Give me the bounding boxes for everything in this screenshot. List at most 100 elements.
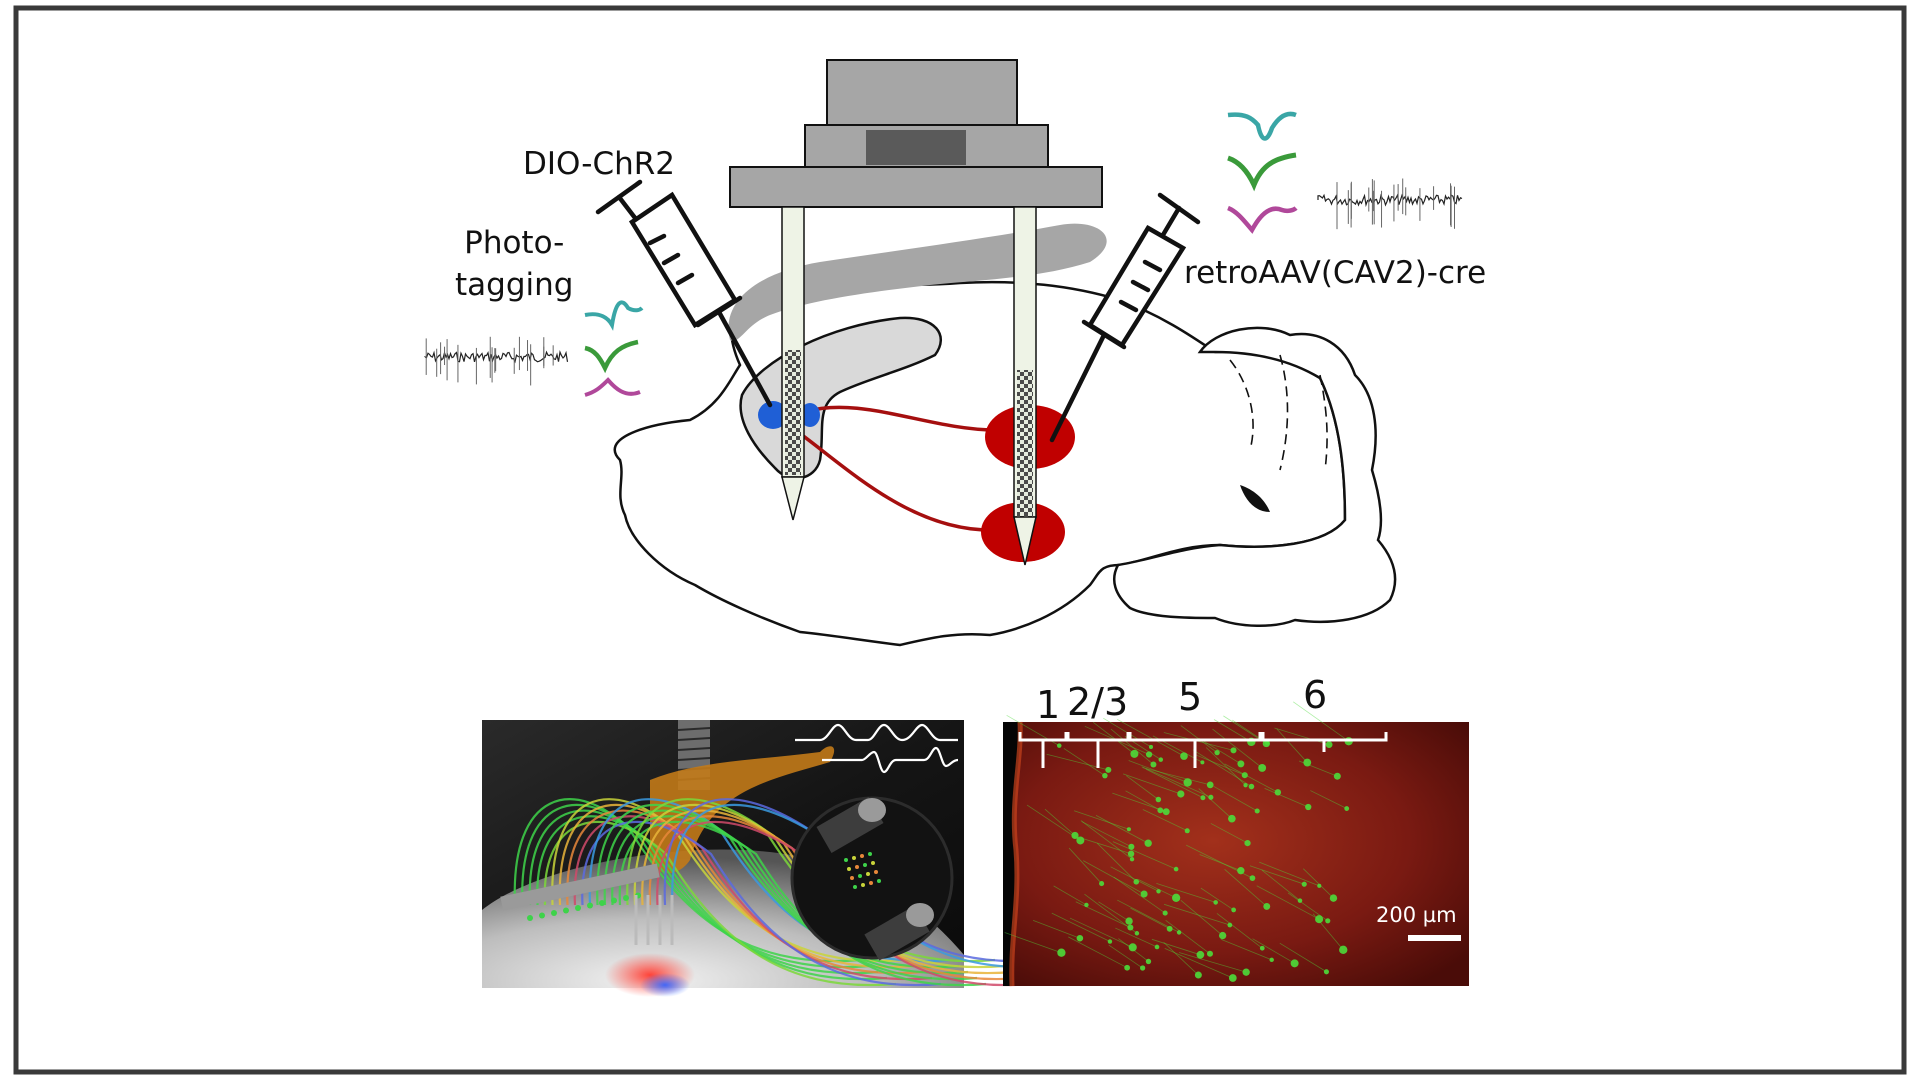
neuron-dendrite	[1252, 938, 1295, 964]
neuron-soma	[1130, 749, 1139, 758]
neuron-dendrite	[1276, 728, 1308, 763]
probe-shank-left-tip	[781, 476, 805, 521]
neuron-dendrite	[1210, 823, 1248, 844]
neuron-soma	[1173, 866, 1179, 872]
neuron-dendrite	[1116, 718, 1185, 757]
spike-waveform-cyan-right	[1227, 111, 1297, 141]
fiber-tip	[539, 912, 545, 919]
neuron-soma	[1237, 760, 1245, 768]
neuron-dendrite	[1083, 860, 1145, 895]
syringe-right	[1049, 192, 1201, 443]
pia-edge-highlight	[1009, 721, 1023, 987]
neuron-soma	[1290, 959, 1299, 968]
label-retro-aav: retroAAV(CAV2)-cre	[1184, 255, 1487, 291]
neuron-dendrite	[1212, 728, 1263, 769]
spike-waveform-cyan-left	[584, 300, 644, 331]
layer-label-6: 6	[1303, 673, 1328, 717]
neuron-soma	[1206, 950, 1213, 957]
neuron-soma	[1200, 795, 1206, 801]
neuron-soma	[1145, 751, 1153, 758]
neuron-soma	[1218, 931, 1227, 940]
neuron-dendrite	[1200, 887, 1234, 911]
neuron-soma	[1297, 898, 1303, 903]
neuron-soma	[1213, 900, 1218, 905]
neuron-dendrite	[1264, 788, 1309, 808]
inset-site	[850, 876, 854, 880]
neuron-dendrite	[1081, 837, 1132, 855]
neuron-soma	[1148, 744, 1154, 749]
neuron-soma	[1259, 945, 1265, 951]
neuron-dendrite	[1073, 810, 1130, 830]
neuron-soma	[1157, 807, 1164, 814]
spike-waveform-magenta-right	[1227, 205, 1298, 234]
syringe-left	[595, 179, 773, 408]
neuron-soma	[1102, 772, 1108, 779]
neuron-dendrite	[1178, 952, 1247, 973]
inset-site	[844, 858, 848, 862]
cerebellum-fold	[1229, 354, 1328, 471]
scale-bar	[1408, 935, 1461, 941]
layer-label-2-3: 2/3	[1067, 680, 1129, 724]
neuron-dendrite	[1068, 936, 1128, 969]
neuron-soma	[1249, 875, 1256, 881]
neuron-soma	[1129, 856, 1135, 862]
neuron-dendrite	[1249, 865, 1305, 885]
inset-site	[868, 852, 872, 856]
probe-holder-top	[826, 59, 1018, 128]
neuron-dendrite	[1180, 900, 1223, 936]
inset-site	[861, 883, 865, 887]
neuron-dendrite	[1213, 719, 1252, 743]
inset-fiber-bottom	[864, 903, 934, 961]
neuron-dendrite	[1084, 893, 1138, 934]
neuron-dendrite	[1259, 861, 1320, 887]
fiber-tip	[575, 905, 581, 911]
neuron-soma	[1237, 866, 1245, 875]
neuron-soma	[1071, 831, 1079, 840]
neuron-soma	[1200, 760, 1205, 765]
shuttle-bar	[500, 863, 660, 911]
neuron-soma	[1344, 806, 1350, 811]
histology-panel	[1003, 701, 1469, 987]
label-dio-chr2: DIO-ChR2	[523, 146, 676, 182]
spike-waveform-green-left	[584, 339, 639, 374]
neuron-dendrite	[1205, 747, 1246, 786]
layer-label-1: 1	[1036, 683, 1061, 727]
spike-waveform-magenta-left	[584, 377, 641, 397]
neuron-dendrite	[1192, 749, 1252, 787]
neuron-soma	[1127, 924, 1134, 931]
fiber-tip	[563, 907, 569, 914]
neuron-soma	[1125, 917, 1133, 925]
brain-schematic	[595, 59, 1397, 647]
neuron-dendrite	[1261, 869, 1301, 901]
neuron-dendrite	[1128, 760, 1188, 783]
neuron-soma	[1084, 902, 1089, 908]
neuron-soma	[1162, 808, 1170, 816]
neuron-soma	[1128, 943, 1137, 952]
neuron-dendrite	[1145, 768, 1204, 799]
neuron-dendrite	[1163, 903, 1230, 926]
neuron-soma	[1305, 803, 1312, 811]
neuron-dendrite	[1081, 821, 1132, 848]
neuron-soma	[1056, 743, 1062, 748]
neuron-soma	[1155, 796, 1162, 803]
injection-site	[758, 401, 788, 429]
neuron-soma	[1228, 974, 1237, 982]
layer-23-bracket	[1066, 732, 1130, 768]
probe-photo-panel	[482, 720, 1050, 997]
neuron-dendrite	[1165, 919, 1211, 955]
layer-1-bracket	[1018, 732, 1068, 768]
neuron-soma	[1076, 836, 1085, 845]
raw-trace-left	[424, 336, 569, 386]
neuron-dendrite	[1026, 804, 1081, 841]
shank-legs	[634, 895, 674, 945]
neuron-dendrite	[1198, 788, 1233, 819]
neuron-dendrite	[1220, 938, 1272, 961]
neuron-soma	[1158, 757, 1164, 762]
neuron-soma	[1099, 881, 1105, 887]
fiber-tip	[527, 915, 533, 921]
neuron-dendrite	[1216, 913, 1263, 949]
neuron-dendrite	[1151, 938, 1201, 956]
neuron-soma	[1339, 945, 1348, 955]
cerebellum-dark-notch	[1240, 485, 1270, 512]
neuron-dendrite	[1044, 808, 1076, 836]
